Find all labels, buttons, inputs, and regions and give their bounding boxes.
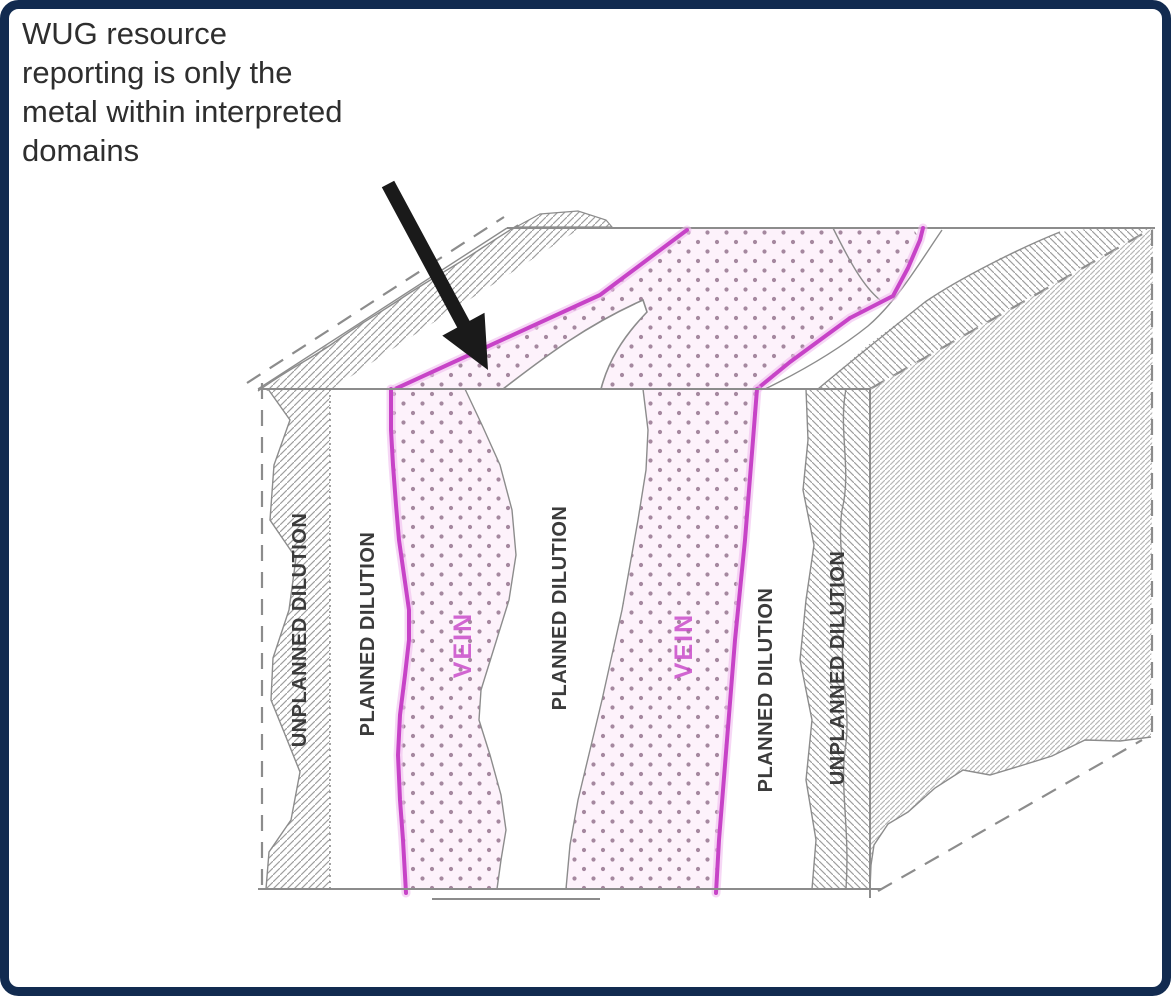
top-unplanned-band — [262, 226, 584, 391]
front-vein1-area — [391, 389, 516, 889]
annotation-arrow — [381, 180, 488, 370]
annotation-line: domains — [22, 133, 140, 168]
front-vein2-wall-line — [565, 388, 649, 890]
label-unplanned-right: UNPLANNED DILUTION — [827, 551, 849, 786]
front-unplanned-left-torn-edge — [265, 388, 301, 890]
front-unplanned-right-edge — [799, 388, 817, 890]
label-vein-left: VEIN — [449, 612, 477, 678]
front-unplanned-right-inner-wavy — [839, 388, 848, 890]
right-face — [869, 228, 1154, 892]
front-vein2-area — [566, 389, 757, 889]
top-unplanned-corner — [818, 228, 1150, 389]
annotation-line: WUG resource — [22, 16, 227, 51]
right-face-hatch — [870, 228, 1153, 889]
top-planned-lens — [500, 298, 648, 390]
top-face-left-edge — [257, 227, 508, 390]
vein-boundary-top-left — [393, 228, 689, 391]
label-unplanned-left: UNPLANNED DILUTION — [289, 513, 311, 748]
top-face-outer-dashed-edge — [246, 216, 505, 384]
annotation-line: reporting is only the — [22, 55, 293, 90]
top-unplanned-corner-edge — [817, 231, 1061, 390]
front-vein1-wall-line — [464, 388, 517, 890]
top-unplanned-blob — [515, 210, 614, 228]
vein-boundary-top-right — [755, 226, 925, 391]
top-vein-wall-line — [832, 227, 881, 301]
top-vein-area — [398, 228, 920, 389]
label-planned-center: PLANNED DILUTION — [549, 506, 571, 711]
vein-boundary-front-right — [714, 387, 759, 895]
top-vein-wall-line — [764, 229, 943, 390]
top-unplanned-band-torn-edge — [257, 224, 519, 392]
top-face — [246, 210, 1155, 394]
label-planned-left: PLANNED DILUTION — [357, 532, 379, 737]
label-vein-right: VEIN — [670, 613, 698, 679]
front-unplanned-left-band — [266, 389, 330, 889]
vein-boundary-front-left — [389, 387, 411, 895]
annotation-text: WUG resource reporting is only the metal… — [22, 14, 452, 170]
annotation-line: metal within interpreted — [22, 94, 343, 129]
label-planned-right: PLANNED DILUTION — [755, 588, 777, 793]
front-face: UNPLANNED DILUTION PLANNED DILUTION VEIN… — [258, 383, 882, 900]
right-face-bottom-dashed-line — [877, 739, 1143, 892]
front-unplanned-right-band — [800, 389, 870, 889]
right-face-torn-bottom-edge — [869, 736, 1152, 890]
